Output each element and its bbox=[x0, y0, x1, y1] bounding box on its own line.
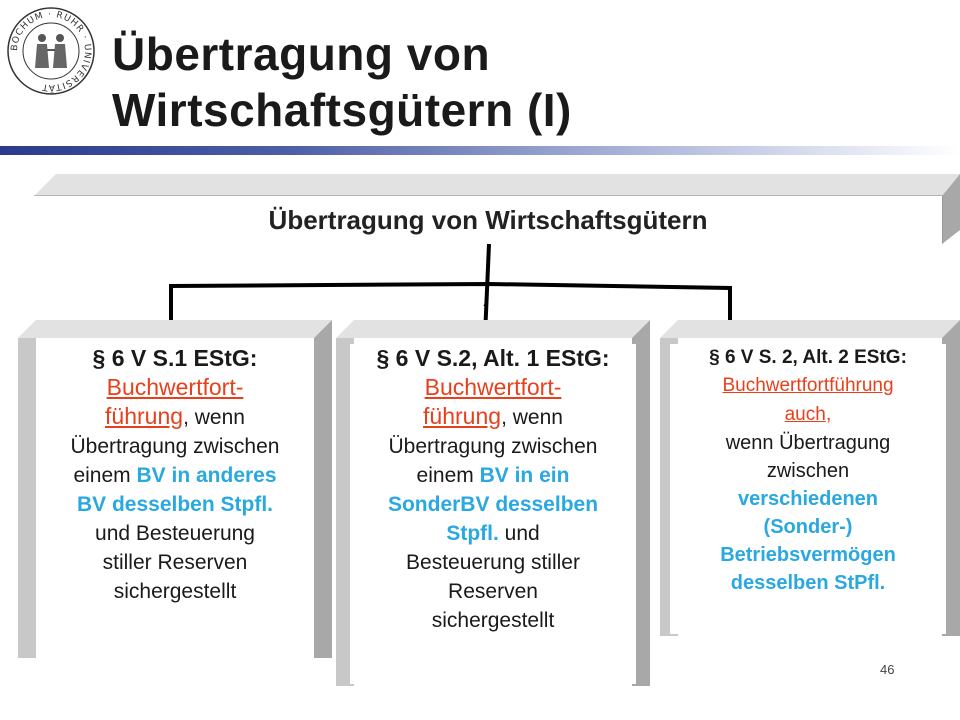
box-2-line-7: sichergestellt bbox=[431, 609, 555, 632]
box-1-blue-1: BV in anderes bbox=[136, 464, 277, 487]
rule-box-1: § 6 V S.1 EStG: Buchwertfort- führung, w… bbox=[18, 320, 332, 658]
box-1-blue-2: BV desselben Stpfl. bbox=[76, 493, 274, 516]
title-line-1: Übertragung von bbox=[112, 28, 491, 80]
box-2-line-5: Besteuerung stiller bbox=[406, 551, 580, 574]
box-3-blue-2: (Sonder-) bbox=[763, 516, 853, 538]
box-3-comma: , bbox=[825, 403, 832, 425]
box-3-blue-1: verschiedenen bbox=[737, 488, 879, 510]
box-1-line-5: stiller Reserven bbox=[102, 551, 248, 574]
box-1-line-6: sichergestellt bbox=[113, 580, 237, 603]
box-2-line-1: Übertragung zwischen bbox=[388, 435, 598, 458]
box-2-text: , wenn bbox=[501, 406, 563, 429]
box-3-heading: § 6 V S. 2, Alt. 2 EStG: bbox=[709, 347, 907, 368]
box-2-line-6: Reserven bbox=[448, 580, 538, 603]
box-3-line-1: wenn Übertragung bbox=[725, 432, 891, 454]
page-title: Übertragung von Wirtschaftsgütern (I) bbox=[112, 26, 572, 138]
box-3-highlight-2: auch bbox=[784, 404, 826, 425]
box-3-line-2: zwischen bbox=[766, 460, 850, 482]
box-2-blue-1: BV in ein bbox=[479, 464, 570, 487]
box-1-line-4: und Besteuerung bbox=[95, 522, 255, 545]
box-1-text: , wenn bbox=[183, 406, 245, 429]
box-1-highlight-2: führung bbox=[105, 403, 184, 429]
box-2-line-2: einem bbox=[416, 464, 480, 487]
title-underline-bar bbox=[0, 146, 960, 155]
box-2-blue-3: Stpfl. bbox=[446, 522, 499, 545]
box-3-blue-4: desselben StPfl. bbox=[730, 572, 886, 594]
university-seal-logo: BOCHUM · RUHR · UNIVERSITÄT bbox=[7, 7, 95, 95]
title-line-2: Wirtschaftsgütern (I) bbox=[112, 84, 572, 136]
rule-box-2: § 6 V S.2, Alt. 1 EStG: Buchwertfort- fü… bbox=[336, 320, 650, 686]
banner-box: Übertragung von Wirtschaftsgütern bbox=[34, 174, 960, 244]
box-1-line-2: einem bbox=[73, 464, 137, 487]
box-1-line-1: Übertragung zwischen bbox=[70, 435, 280, 458]
page-number: 46 bbox=[880, 662, 895, 677]
rule-box-3: § 6 V S. 2, Alt. 2 EStG: Buchwertfortfüh… bbox=[660, 320, 960, 636]
box-2-highlight-1: Buchwertfort- bbox=[424, 374, 562, 400]
box-1-highlight-1: Buchwertfort- bbox=[106, 374, 244, 400]
banner-label: Übertragung von Wirtschaftsgütern bbox=[268, 204, 708, 235]
box-3-highlight-1: Buchwertfortführung bbox=[722, 375, 894, 396]
box-2-highlight-2: führung bbox=[423, 403, 502, 429]
box-2-blue-2: SonderBV desselben bbox=[387, 493, 599, 516]
box-2-heading: § 6 V S.2, Alt. 1 EStG: bbox=[376, 345, 610, 371]
box-2-line-4: und bbox=[498, 522, 540, 545]
box-1-heading: § 6 V S.1 EStG: bbox=[92, 345, 258, 371]
box-3-blue-3: Betriebsvermögen bbox=[720, 544, 896, 566]
